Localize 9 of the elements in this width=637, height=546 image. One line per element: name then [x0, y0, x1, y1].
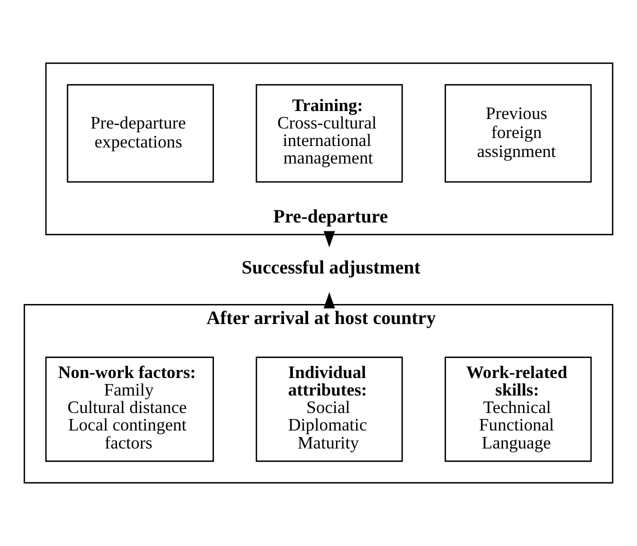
node-text: Successful adjustment	[242, 257, 420, 278]
node-box: Non-work factors: Family Cultural distance Local contingent factors	[45, 356, 214, 462]
node-box: Training: Cross-cultural international management	[256, 84, 403, 183]
node-box: Individual attributes: Social Diplomatic Maturity	[256, 356, 403, 462]
arrow	[324, 292, 335, 308]
node-box: Work-related skills: Technical Functional Language	[444, 356, 592, 462]
node-box: Pre-departure expectations	[66, 84, 214, 183]
node-box: Previous foreign assignment	[444, 84, 592, 183]
arrow	[324, 231, 335, 248]
